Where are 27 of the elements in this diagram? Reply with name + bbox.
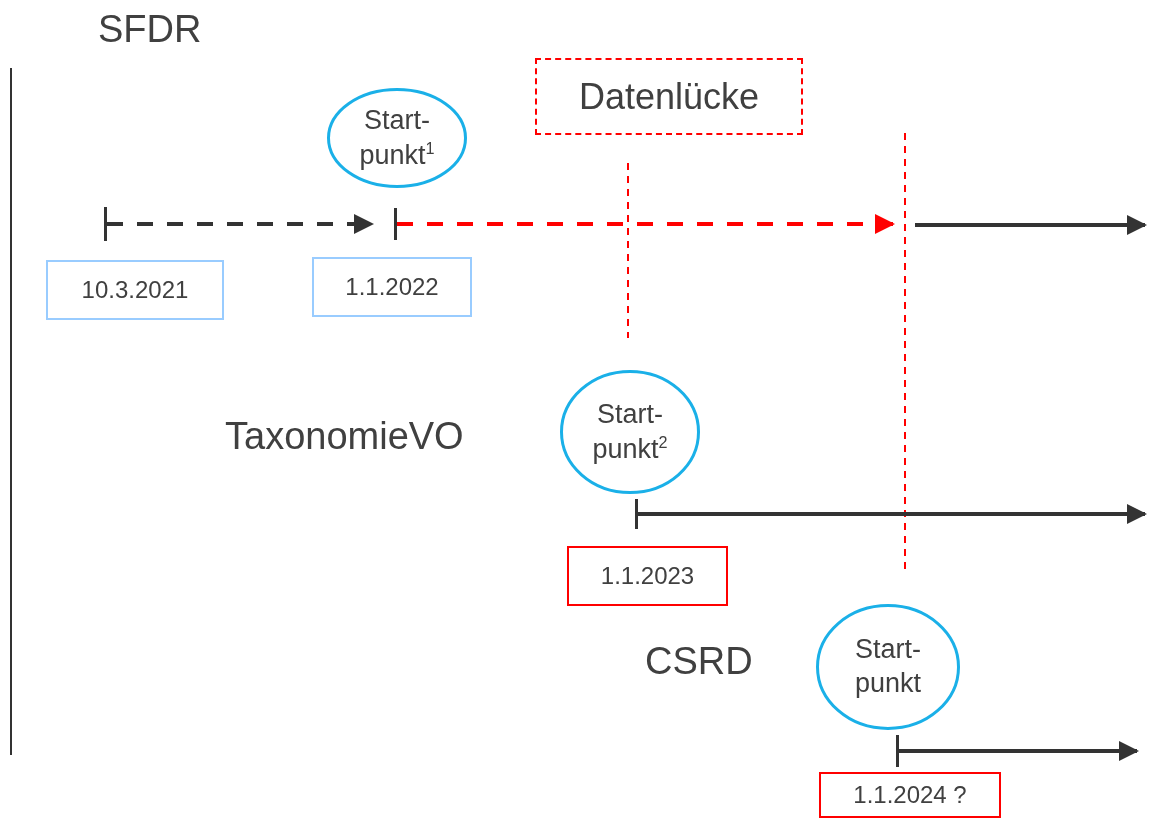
timeline-arrow xyxy=(107,214,374,234)
node-text: 1.1.2022 xyxy=(345,272,439,302)
date-box xyxy=(567,546,728,606)
data-gap-box xyxy=(535,58,803,135)
node-text: Datenlücke xyxy=(578,75,760,119)
date-box xyxy=(46,260,224,320)
date-box xyxy=(819,772,1001,818)
regulation-label: TaxonomieVO xyxy=(225,415,464,458)
timeline-arrow xyxy=(638,504,1147,524)
node-text: Start- punkt xyxy=(853,633,923,700)
timeline-arrow xyxy=(397,214,895,234)
node-text: 1.1.2024 ? xyxy=(853,780,967,810)
regulation-label: SFDR xyxy=(98,8,202,51)
node-text: Start- punkt$^{2}$ xyxy=(591,397,669,466)
start-point-ellipse xyxy=(327,88,467,188)
timeline-tick xyxy=(104,207,107,241)
start-point-ellipse xyxy=(816,604,960,730)
regulation-label: CSRD xyxy=(645,640,753,683)
timeline-tick xyxy=(394,208,397,240)
node-text: 1.1.2023 xyxy=(600,561,695,591)
node-text: 10.3.2021 xyxy=(81,275,189,305)
node-text: Start- punkt$^{1}$ xyxy=(358,103,436,172)
start-point-ellipse xyxy=(560,370,700,494)
timeline-tick xyxy=(896,735,899,767)
date-box xyxy=(312,257,472,317)
timeline-tick xyxy=(635,499,638,529)
timeline-arrow xyxy=(899,741,1139,761)
